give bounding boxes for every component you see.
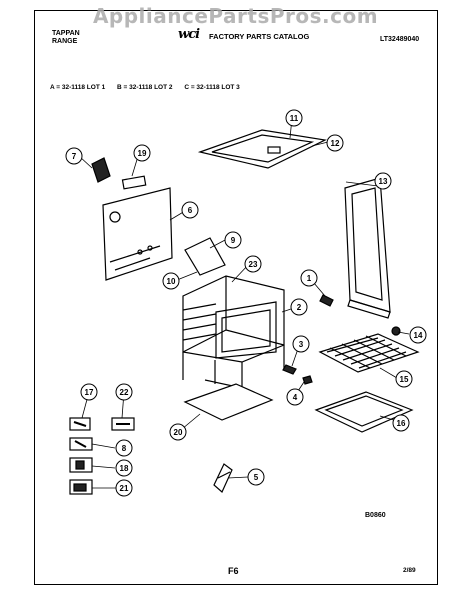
lot-a: A = 32-1118 LOT 1 xyxy=(50,84,106,91)
svg-text:12: 12 xyxy=(331,139,340,148)
lot-legend: A = 32-1118 LOT 1 B = 32-1118 LOT 2 C = … xyxy=(50,84,250,91)
svg-text:20: 20 xyxy=(174,428,183,437)
callout-19: 19 xyxy=(133,144,151,162)
callout-17: 17 xyxy=(80,383,98,401)
callout-23: 23 xyxy=(244,255,262,273)
wci-logo: wci xyxy=(178,27,200,42)
callout-6: 6 xyxy=(181,201,199,219)
revision-date: 2/89 xyxy=(403,567,416,574)
svg-text:8: 8 xyxy=(122,444,127,453)
callout-12: 12 xyxy=(326,134,344,152)
svg-text:5: 5 xyxy=(254,473,259,482)
callout-21: 21 xyxy=(115,479,133,497)
callout-14: 14 xyxy=(409,326,427,344)
callout-22: 22 xyxy=(115,383,133,401)
catalog-number: LT32489040 xyxy=(380,36,420,43)
catalog-title: FACTORY PARTS CATALOG xyxy=(209,32,310,41)
brand-label: TAPPAN xyxy=(52,30,80,37)
callout-20: 20 xyxy=(169,423,187,441)
watermark: AppliancePartsPros.com xyxy=(92,4,379,28)
svg-text:17: 17 xyxy=(85,388,94,397)
svg-text:1: 1 xyxy=(307,274,312,283)
svg-text:7: 7 xyxy=(72,152,77,161)
callout-7: 7 xyxy=(65,147,83,165)
callout-5: 5 xyxy=(247,468,265,486)
svg-text:21: 21 xyxy=(120,484,129,493)
svg-text:2: 2 xyxy=(297,303,302,312)
category-label: RANGE xyxy=(52,38,78,45)
svg-text:15: 15 xyxy=(400,375,409,384)
callout-3: 3 xyxy=(292,335,310,353)
lot-c: C = 32-1118 LOT 3 xyxy=(184,84,240,91)
svg-text:16: 16 xyxy=(397,419,406,428)
callout-2: 2 xyxy=(290,298,308,316)
callout-10: 10 xyxy=(162,272,180,290)
callout-1: 1 xyxy=(300,269,318,287)
svg-text:18: 18 xyxy=(120,464,129,473)
svg-text:14: 14 xyxy=(414,331,423,340)
callout-8: 8 xyxy=(115,439,133,457)
svg-text:13: 13 xyxy=(379,177,388,186)
svg-text:4: 4 xyxy=(293,393,298,402)
svg-text:3: 3 xyxy=(299,340,304,349)
header-left: TAPPAN RANGE xyxy=(52,30,80,46)
svg-text:9: 9 xyxy=(231,236,236,245)
svg-text:23: 23 xyxy=(249,260,258,269)
callout-4: 4 xyxy=(286,388,304,406)
svg-text:22: 22 xyxy=(120,388,129,397)
callout-13: 13 xyxy=(374,172,392,190)
callout-11: 11 xyxy=(285,109,303,127)
callout-15: 15 xyxy=(395,370,413,388)
lot-b: B = 32-1118 LOT 2 xyxy=(117,84,173,91)
svg-text:6: 6 xyxy=(188,206,193,215)
page-label: F6 xyxy=(228,566,239,576)
svg-text:11: 11 xyxy=(290,114,299,123)
svg-text:10: 10 xyxy=(167,277,176,286)
catalog-page-border xyxy=(34,10,438,585)
callout-16: 16 xyxy=(392,414,410,432)
callout-18: 18 xyxy=(115,459,133,477)
svg-text:19: 19 xyxy=(138,149,147,158)
callout-9: 9 xyxy=(224,231,242,249)
drawing-code: B0860 xyxy=(365,512,386,519)
